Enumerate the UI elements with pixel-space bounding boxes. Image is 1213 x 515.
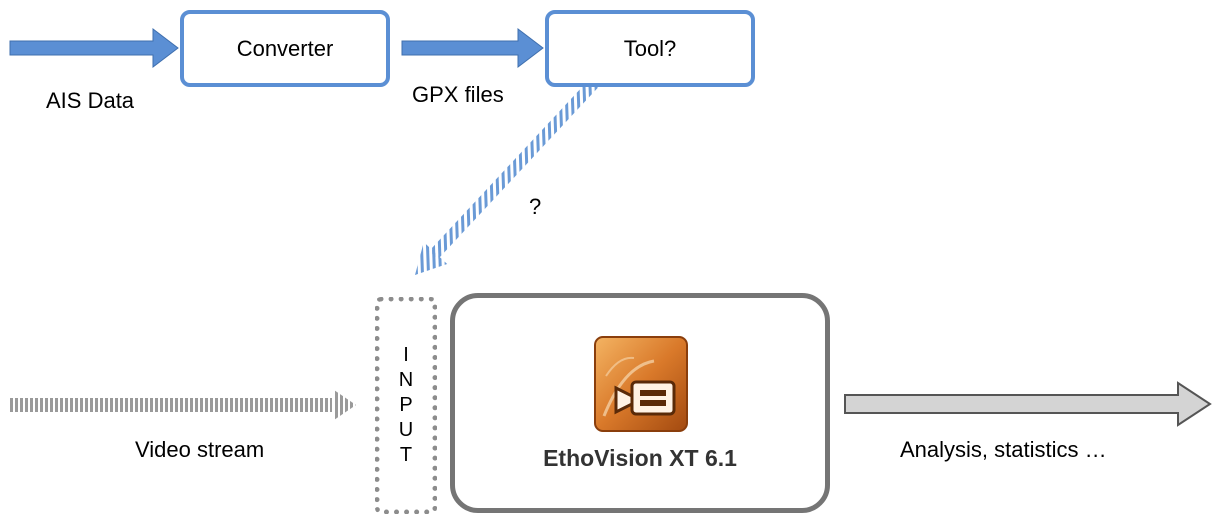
tool-label: Tool? (623, 35, 677, 61)
ethovision-title: EthoVision XT 6.1 (543, 445, 737, 471)
gpx-arrow (401, 27, 544, 69)
input-letter: I (403, 344, 409, 366)
converter-box: Converter (180, 10, 390, 87)
tool-box: Tool? (545, 10, 755, 87)
ethovision-camera-icon (594, 336, 688, 432)
ais-arrow (9, 27, 179, 69)
analysis-label: Analysis, statistics … (900, 437, 1107, 462)
gpx-files-label: GPX files (412, 82, 504, 107)
input-letter: P (399, 394, 413, 416)
ais-data-label: AIS Data (46, 88, 135, 113)
output-arrow (844, 381, 1212, 427)
input-letter: T (399, 444, 413, 466)
tool-to-input-arrow (415, 75, 602, 275)
converter-label: Converter (236, 35, 334, 61)
input-letter: N (398, 369, 414, 391)
video-stream-label: Video stream (135, 437, 265, 462)
input-letter: U (398, 419, 414, 441)
input-box: I N P U T (375, 297, 437, 514)
video-stream-arrow (10, 390, 356, 420)
question-label: ? (529, 194, 542, 219)
